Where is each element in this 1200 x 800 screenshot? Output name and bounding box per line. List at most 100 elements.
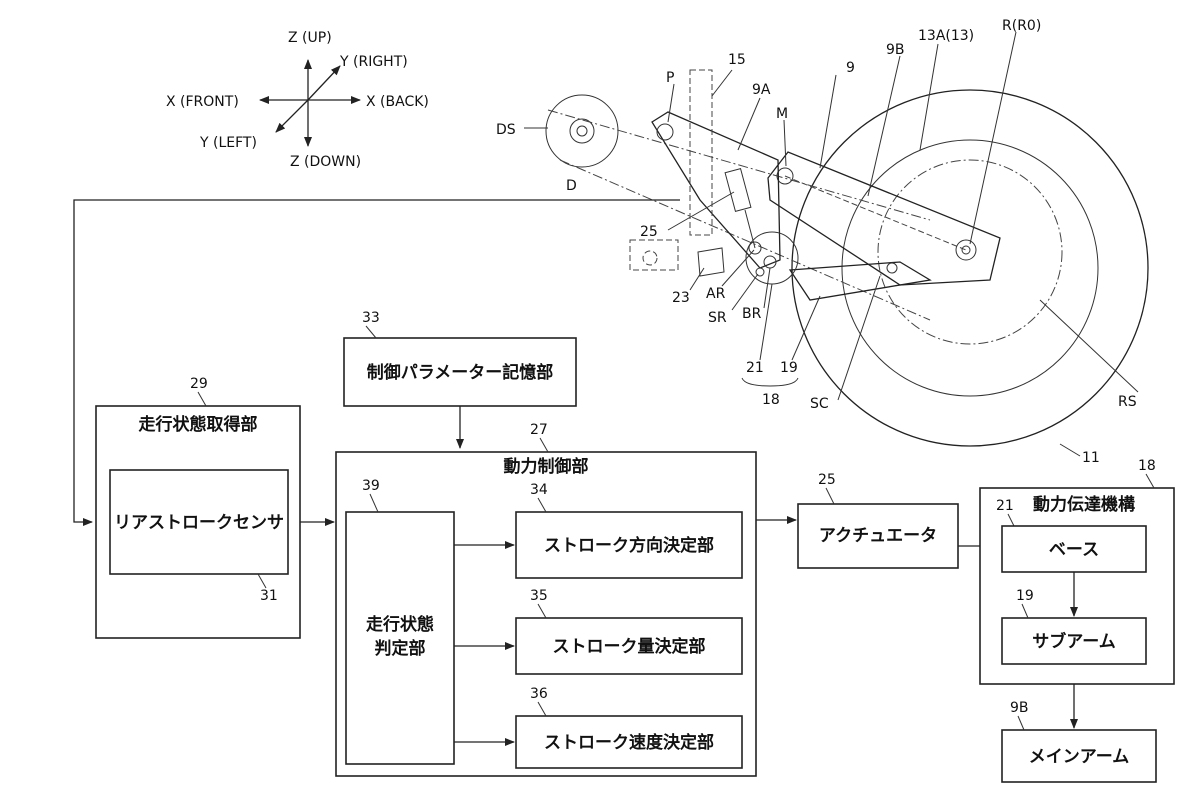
label-r: R(R0) (1002, 18, 1041, 34)
label-sr: SR (708, 310, 727, 326)
label-11: 11 (1082, 450, 1100, 466)
axis-left-label: Y (LEFT) (199, 135, 257, 151)
rear-axle (955, 239, 977, 261)
state-acquire-block: 走行状態取得部 29 リアストロークセンサ 31 (95, 376, 301, 639)
sub-arm (788, 261, 932, 301)
power-control-block: 動力制御部 27 走行状態 判定部 39 ストローク方向決定部 34 ストローク… (335, 422, 757, 777)
pin-sr (755, 267, 765, 277)
drive-chain (547, 109, 931, 321)
spd-decide-box (515, 715, 743, 769)
state-acquire-ref: 29 (190, 376, 208, 392)
label-9a: 9A (752, 82, 771, 98)
rear-sensor-box (109, 469, 289, 575)
main-arm-label: メインアーム (1029, 747, 1129, 767)
mechanism-drawing: P 15 9A 9B 13A(13) 9 R(R0) DS D M 25 23 … (496, 18, 1149, 466)
rear-sensor-label: リアストロークセンサ (114, 513, 284, 533)
main-arm-ref: 9B (1010, 700, 1029, 716)
swing-arm-front (651, 111, 781, 269)
axis-right-arrow (307, 65, 341, 101)
param-store-block: 制御パラメーター記憶部 33 (343, 310, 577, 407)
amt-decide-ref: 35 (530, 588, 548, 604)
actuator-box (797, 503, 959, 569)
actuator-rod (744, 209, 756, 249)
base-ref: 21 (996, 498, 1014, 514)
dir-decide-label: ストローク方向決定部 (544, 535, 714, 556)
transmission-ref: 18 (1138, 458, 1156, 474)
frame-bracket-hole (642, 250, 658, 266)
rear-sprocket (877, 159, 1063, 345)
axis-back-label: X (BACK) (366, 94, 429, 110)
label-m: M (776, 106, 788, 122)
base-box (1001, 525, 1147, 573)
actuator-ref: 25 (818, 472, 836, 488)
label-25-mech: 25 (640, 224, 658, 240)
label-ar: AR (706, 286, 726, 302)
rear-wheel-rim (841, 139, 1099, 397)
pin-ar (748, 241, 762, 255)
label-13a: 13A(13) (918, 28, 974, 44)
base-label: ベース (1049, 540, 1099, 560)
actuator-cylinder (724, 167, 752, 213)
label-d: D (566, 178, 577, 194)
main-arm-block: メインアーム 9B (1001, 700, 1157, 783)
label-15: 15 (728, 52, 746, 68)
label-23: 23 (672, 290, 690, 306)
axis-up-label: Z (UP) (288, 30, 332, 46)
brace-18 (741, 377, 799, 387)
sub-arm-ref: 19 (1016, 588, 1034, 604)
bracket-23 (697, 247, 725, 277)
label-19-mech: 19 (780, 360, 798, 376)
param-store-ref: 33 (362, 310, 380, 326)
sub-arm-box (1001, 617, 1147, 665)
sensor-signal-line (73, 199, 680, 526)
pivot-m (776, 167, 794, 185)
label-sc: SC (810, 396, 829, 412)
spd-decide-label: ストローク速度決定部 (544, 732, 714, 753)
label-18-mech: 18 (762, 392, 780, 408)
state-judge-ref: 39 (362, 478, 380, 494)
amt-decide-label: ストローク量決定部 (553, 636, 706, 657)
main-arm-body (767, 151, 1001, 286)
state-acquire-label: 走行状態取得部 (139, 414, 258, 435)
transmission-block: 動力伝達機構 18 21 ベース サブアーム 19 (979, 458, 1175, 685)
axis-down-label: Z (DOWN) (290, 154, 361, 170)
label-ds: DS (496, 122, 516, 138)
sub-arm-label: サブアーム (1032, 631, 1115, 652)
amt-decide-box (515, 617, 743, 675)
power-control-ref: 27 (530, 422, 548, 438)
rear-axle-center (961, 245, 971, 255)
rear-tire (791, 89, 1149, 447)
label-br: BR (742, 306, 762, 322)
pivot-p (656, 123, 674, 141)
drive-shaft-center (576, 125, 588, 137)
axis-front-label: X (FRONT) (166, 94, 239, 110)
main-arm-centerline (784, 175, 967, 251)
spd-decide-ref: 36 (530, 686, 548, 702)
label-9b: 9B (886, 42, 905, 58)
state-judge-box (345, 511, 455, 765)
axis-left-arrow (275, 99, 309, 133)
transmission-label: 動力伝達機構 (1033, 494, 1135, 515)
rear-sensor-ref: 31 (260, 588, 278, 604)
axis-right-label: Y (RIGHT) (339, 54, 408, 70)
frame-bracket-phantom (629, 239, 679, 271)
power-control-label: 動力制御部 (504, 456, 589, 477)
param-store-label: 制御パラメーター記憶部 (367, 362, 554, 383)
actuator-block: アクチュエータ 25 (797, 472, 959, 569)
actuator-label: アクチュエータ (819, 526, 937, 546)
label-p: P (666, 70, 674, 86)
sub-arm-pin (886, 262, 898, 274)
dir-decide-ref: 34 (530, 482, 548, 498)
label-21-mech: 21 (746, 360, 764, 376)
coordinate-axes: Z (UP) Z (DOWN) X (FRONT) X (BACK) Y (RI… (166, 30, 429, 170)
main-arm-box (1001, 729, 1157, 783)
param-store-box (343, 337, 577, 407)
leader-lines (524, 31, 1139, 457)
base-disc (745, 231, 799, 285)
drive-shaft (569, 118, 595, 144)
dir-decide-box (515, 511, 743, 579)
label-rs: RS (1118, 394, 1137, 410)
state-judge-label-1: 走行状態 (366, 614, 434, 635)
drive-sprocket (545, 94, 619, 168)
